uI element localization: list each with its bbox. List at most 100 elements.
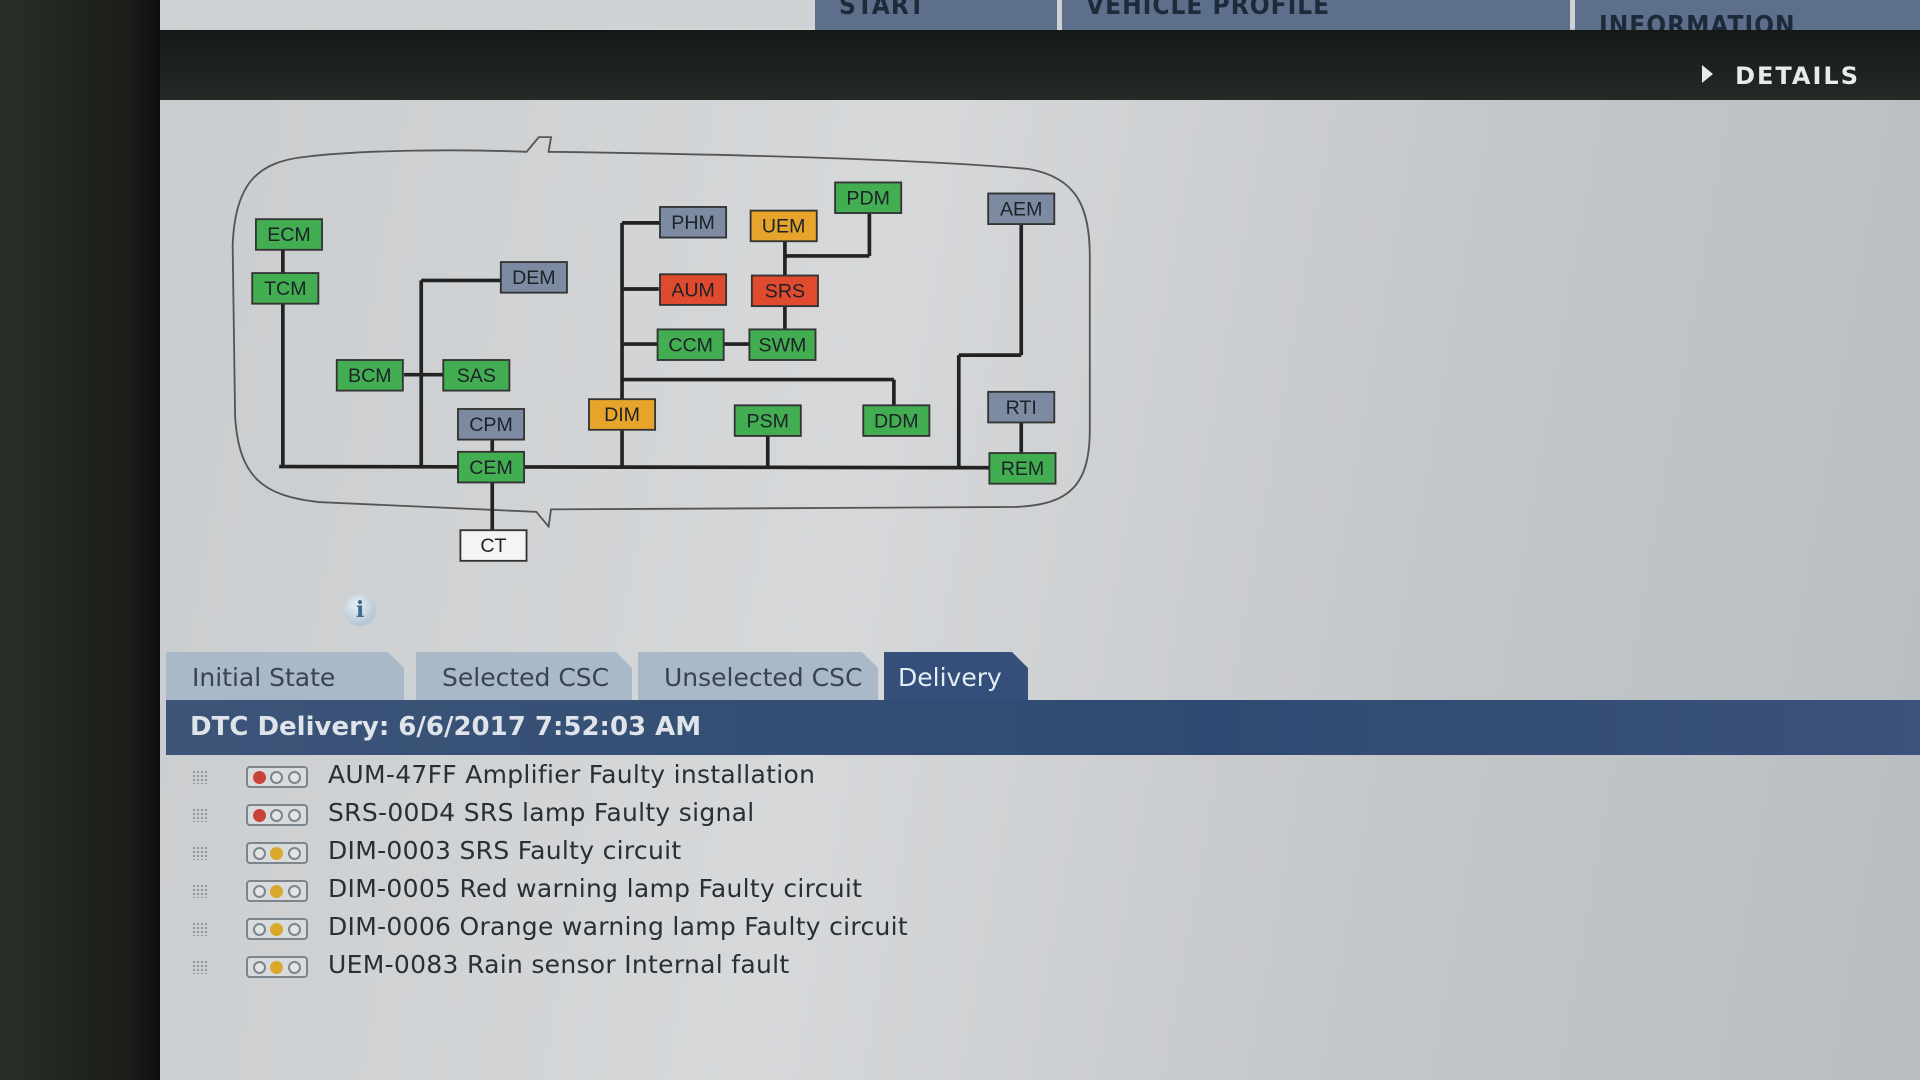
dtc-row[interactable]: UEM-0083 Rain sensor Internal fault	[160, 948, 1920, 986]
status-light-red	[253, 922, 267, 936]
ecu-node-label: BCM	[348, 365, 392, 387]
traffic-light-icon	[246, 956, 308, 978]
ecu-node-label: REM	[1001, 458, 1045, 480]
status-light-yellow	[270, 884, 284, 898]
ecu-node-uem[interactable]: UEM	[749, 209, 818, 243]
ecu-node-label: CT	[480, 535, 506, 557]
ecu-node-sas[interactable]: SAS	[442, 359, 511, 392]
ecu-node-cpm[interactable]: CPM	[457, 408, 526, 441]
drag-handle-icon[interactable]	[192, 884, 208, 898]
tab-selected-csc[interactable]: Selected CSC	[416, 652, 632, 700]
ecu-node-cem[interactable]: CEM	[457, 450, 526, 484]
status-light-green	[287, 846, 301, 860]
status-light-green	[287, 770, 301, 784]
status-light-yellow	[270, 846, 284, 860]
tab-initial-state[interactable]: Initial State	[166, 652, 404, 700]
ecu-node-ddm[interactable]: DDM	[862, 404, 931, 437]
app-screen: START VEHICLE PROFILE INFORMATION DETAIL…	[160, 0, 1920, 1080]
dtc-text: DIM-0003 SRS Faulty circuit	[328, 836, 682, 865]
status-light-yellow	[270, 808, 284, 822]
info-icon[interactable]: i	[344, 594, 376, 626]
ecu-node-ccm[interactable]: CCM	[656, 328, 725, 361]
ecu-node-dim[interactable]: DIM	[588, 398, 657, 431]
dtc-row[interactable]: DIM-0003 SRS Faulty circuit	[160, 834, 1920, 872]
details-label: DETAILS	[1735, 62, 1860, 90]
dtc-row[interactable]: AUM-47FF Amplifier Faulty installation	[160, 758, 1920, 796]
traffic-light-icon	[246, 766, 308, 788]
status-light-yellow	[270, 960, 284, 974]
ecu-node-label: DEM	[512, 267, 556, 289]
dtc-text: DIM-0005 Red warning lamp Faulty circuit	[328, 874, 863, 903]
ecu-node-label: CCM	[668, 334, 713, 356]
ecu-node-bcm[interactable]: BCM	[335, 359, 404, 392]
status-light-green	[287, 808, 301, 822]
ecu-node-swm[interactable]: SWM	[748, 328, 817, 361]
ecu-node-dem[interactable]: DEM	[499, 261, 568, 294]
status-light-green	[287, 960, 301, 974]
ecu-node-pdm[interactable]: PDM	[834, 181, 903, 214]
triangle-right-icon	[1702, 65, 1714, 83]
dtc-text: DIM-0006 Orange warning lamp Faulty circ…	[328, 912, 908, 941]
details-button[interactable]: DETAILS	[1702, 62, 1860, 90]
dtc-text: AUM-47FF Amplifier Faulty installation	[328, 760, 816, 789]
ecu-node-ct[interactable]: CT	[459, 529, 528, 562]
tab-delivery[interactable]: Delivery	[884, 652, 1028, 700]
tab-unselected-csc[interactable]: Unselected CSC	[638, 652, 878, 700]
ecu-node-srs[interactable]: SRS	[750, 274, 819, 308]
drag-handle-icon[interactable]	[192, 770, 208, 784]
ecu-node-label: TCM	[264, 278, 306, 300]
ecu-node-phm[interactable]: PHM	[659, 206, 728, 239]
ecu-node-label: RTI	[1006, 397, 1037, 419]
bus-wire	[279, 464, 1023, 470]
toolbar	[160, 30, 1920, 100]
traffic-light-icon	[246, 918, 308, 940]
status-light-red	[253, 808, 267, 822]
ecu-node-label: AUM	[671, 279, 715, 301]
status-light-red	[253, 960, 267, 974]
monitor-bezel	[0, 0, 160, 1080]
ecu-node-label: SRS	[765, 281, 805, 303]
dtc-text: SRS-00D4 SRS lamp Faulty signal	[328, 798, 755, 827]
status-light-red	[253, 846, 267, 860]
traffic-light-icon	[246, 804, 308, 826]
ecu-node-label: AEM	[1000, 199, 1042, 221]
status-light-red	[253, 884, 267, 898]
ecu-node-label: PHM	[671, 212, 715, 234]
dtc-row[interactable]: DIM-0006 Orange warning lamp Faulty circ…	[160, 910, 1920, 948]
network-diagram: ECM TCM DEM BCM SAS CPM CEM CT PHM UEM PDM AEM AUM SR…	[231, 136, 1091, 562]
traffic-light-icon	[246, 880, 308, 902]
ecu-node-aum[interactable]: AUM	[659, 273, 728, 306]
traffic-light-icon	[246, 842, 308, 864]
dtc-row[interactable]: DIM-0005 Red warning lamp Faulty circuit	[160, 872, 1920, 910]
status-light-green	[287, 884, 301, 898]
ecu-node-ecm[interactable]: ECM	[255, 218, 323, 251]
ecu-node-rti[interactable]: RTI	[987, 390, 1056, 424]
ecu-node-label: PSM	[747, 410, 789, 432]
dtc-header: DTC Delivery: 6/6/2017 7:52:03 AM	[166, 700, 1920, 755]
ecu-node-label: UEM	[762, 216, 806, 238]
drag-handle-icon[interactable]	[192, 808, 208, 822]
status-light-red	[253, 770, 267, 784]
dtc-text: UEM-0083 Rain sensor Internal fault	[328, 950, 790, 979]
ecu-node-tcm[interactable]: TCM	[251, 272, 320, 305]
status-light-yellow	[270, 922, 284, 936]
ecu-node-label: CEM	[469, 457, 513, 479]
ecu-node-label: PDM	[846, 187, 890, 209]
ecu-node-label: SWM	[759, 334, 807, 356]
ecu-node-aem[interactable]: AEM	[987, 192, 1056, 226]
drag-handle-icon[interactable]	[192, 922, 208, 936]
drag-handle-icon[interactable]	[192, 846, 208, 860]
ecu-node-label: ECM	[267, 224, 311, 246]
ecu-node-rem[interactable]: REM	[988, 452, 1057, 485]
ecu-node-label: DDM	[874, 410, 919, 432]
ecu-node-label: CPM	[469, 414, 513, 436]
status-light-green	[287, 922, 301, 936]
ecu-node-psm[interactable]: PSM	[733, 404, 802, 437]
ecu-node-label: DIM	[604, 404, 640, 426]
ecu-node-label: SAS	[457, 365, 496, 387]
status-light-yellow	[270, 770, 284, 784]
vehicle-outline	[231, 136, 1091, 529]
drag-handle-icon[interactable]	[192, 960, 208, 974]
dtc-row[interactable]: SRS-00D4 SRS lamp Faulty signal	[160, 796, 1920, 834]
